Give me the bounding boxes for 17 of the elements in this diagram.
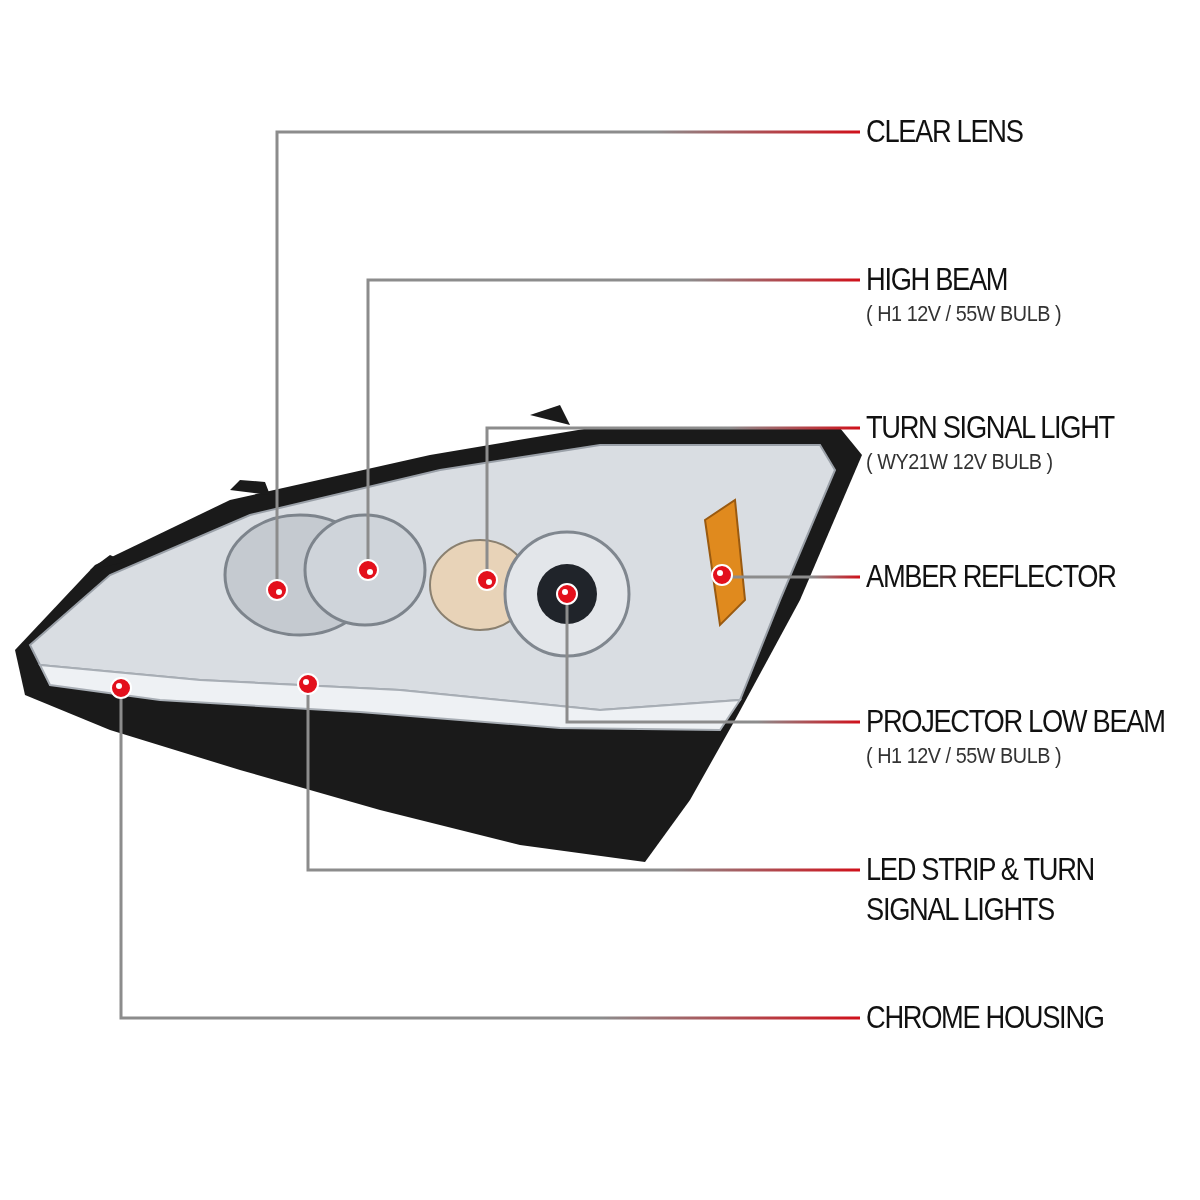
part-label: AMBER REFLECTOR xyxy=(866,558,1116,596)
bulb-spec: ( WY21W 12V BULB ) xyxy=(866,448,1053,476)
part-label: CHROME HOUSING xyxy=(866,999,1104,1037)
leader-line xyxy=(476,426,860,591)
part-label: CLEAR LENS xyxy=(866,113,1023,151)
leader-line xyxy=(297,673,860,872)
bulb-spec: ( H1 12V / 55W BULB ) xyxy=(866,742,1062,770)
leader-line xyxy=(556,583,860,724)
leader-line xyxy=(711,564,860,586)
leader-line xyxy=(110,677,860,1020)
leader-line xyxy=(357,278,860,581)
part-label: HIGH BEAM xyxy=(866,261,1008,299)
leader-line xyxy=(266,130,860,601)
part-label: LED STRIP & TURN SIGNAL LIGHTS xyxy=(866,851,1095,929)
bulb-spec: ( H1 12V / 55W BULB ) xyxy=(866,300,1062,328)
part-label: PROJECTOR LOW BEAM xyxy=(866,703,1165,741)
part-label: TURN SIGNAL LIGHT xyxy=(866,409,1114,447)
